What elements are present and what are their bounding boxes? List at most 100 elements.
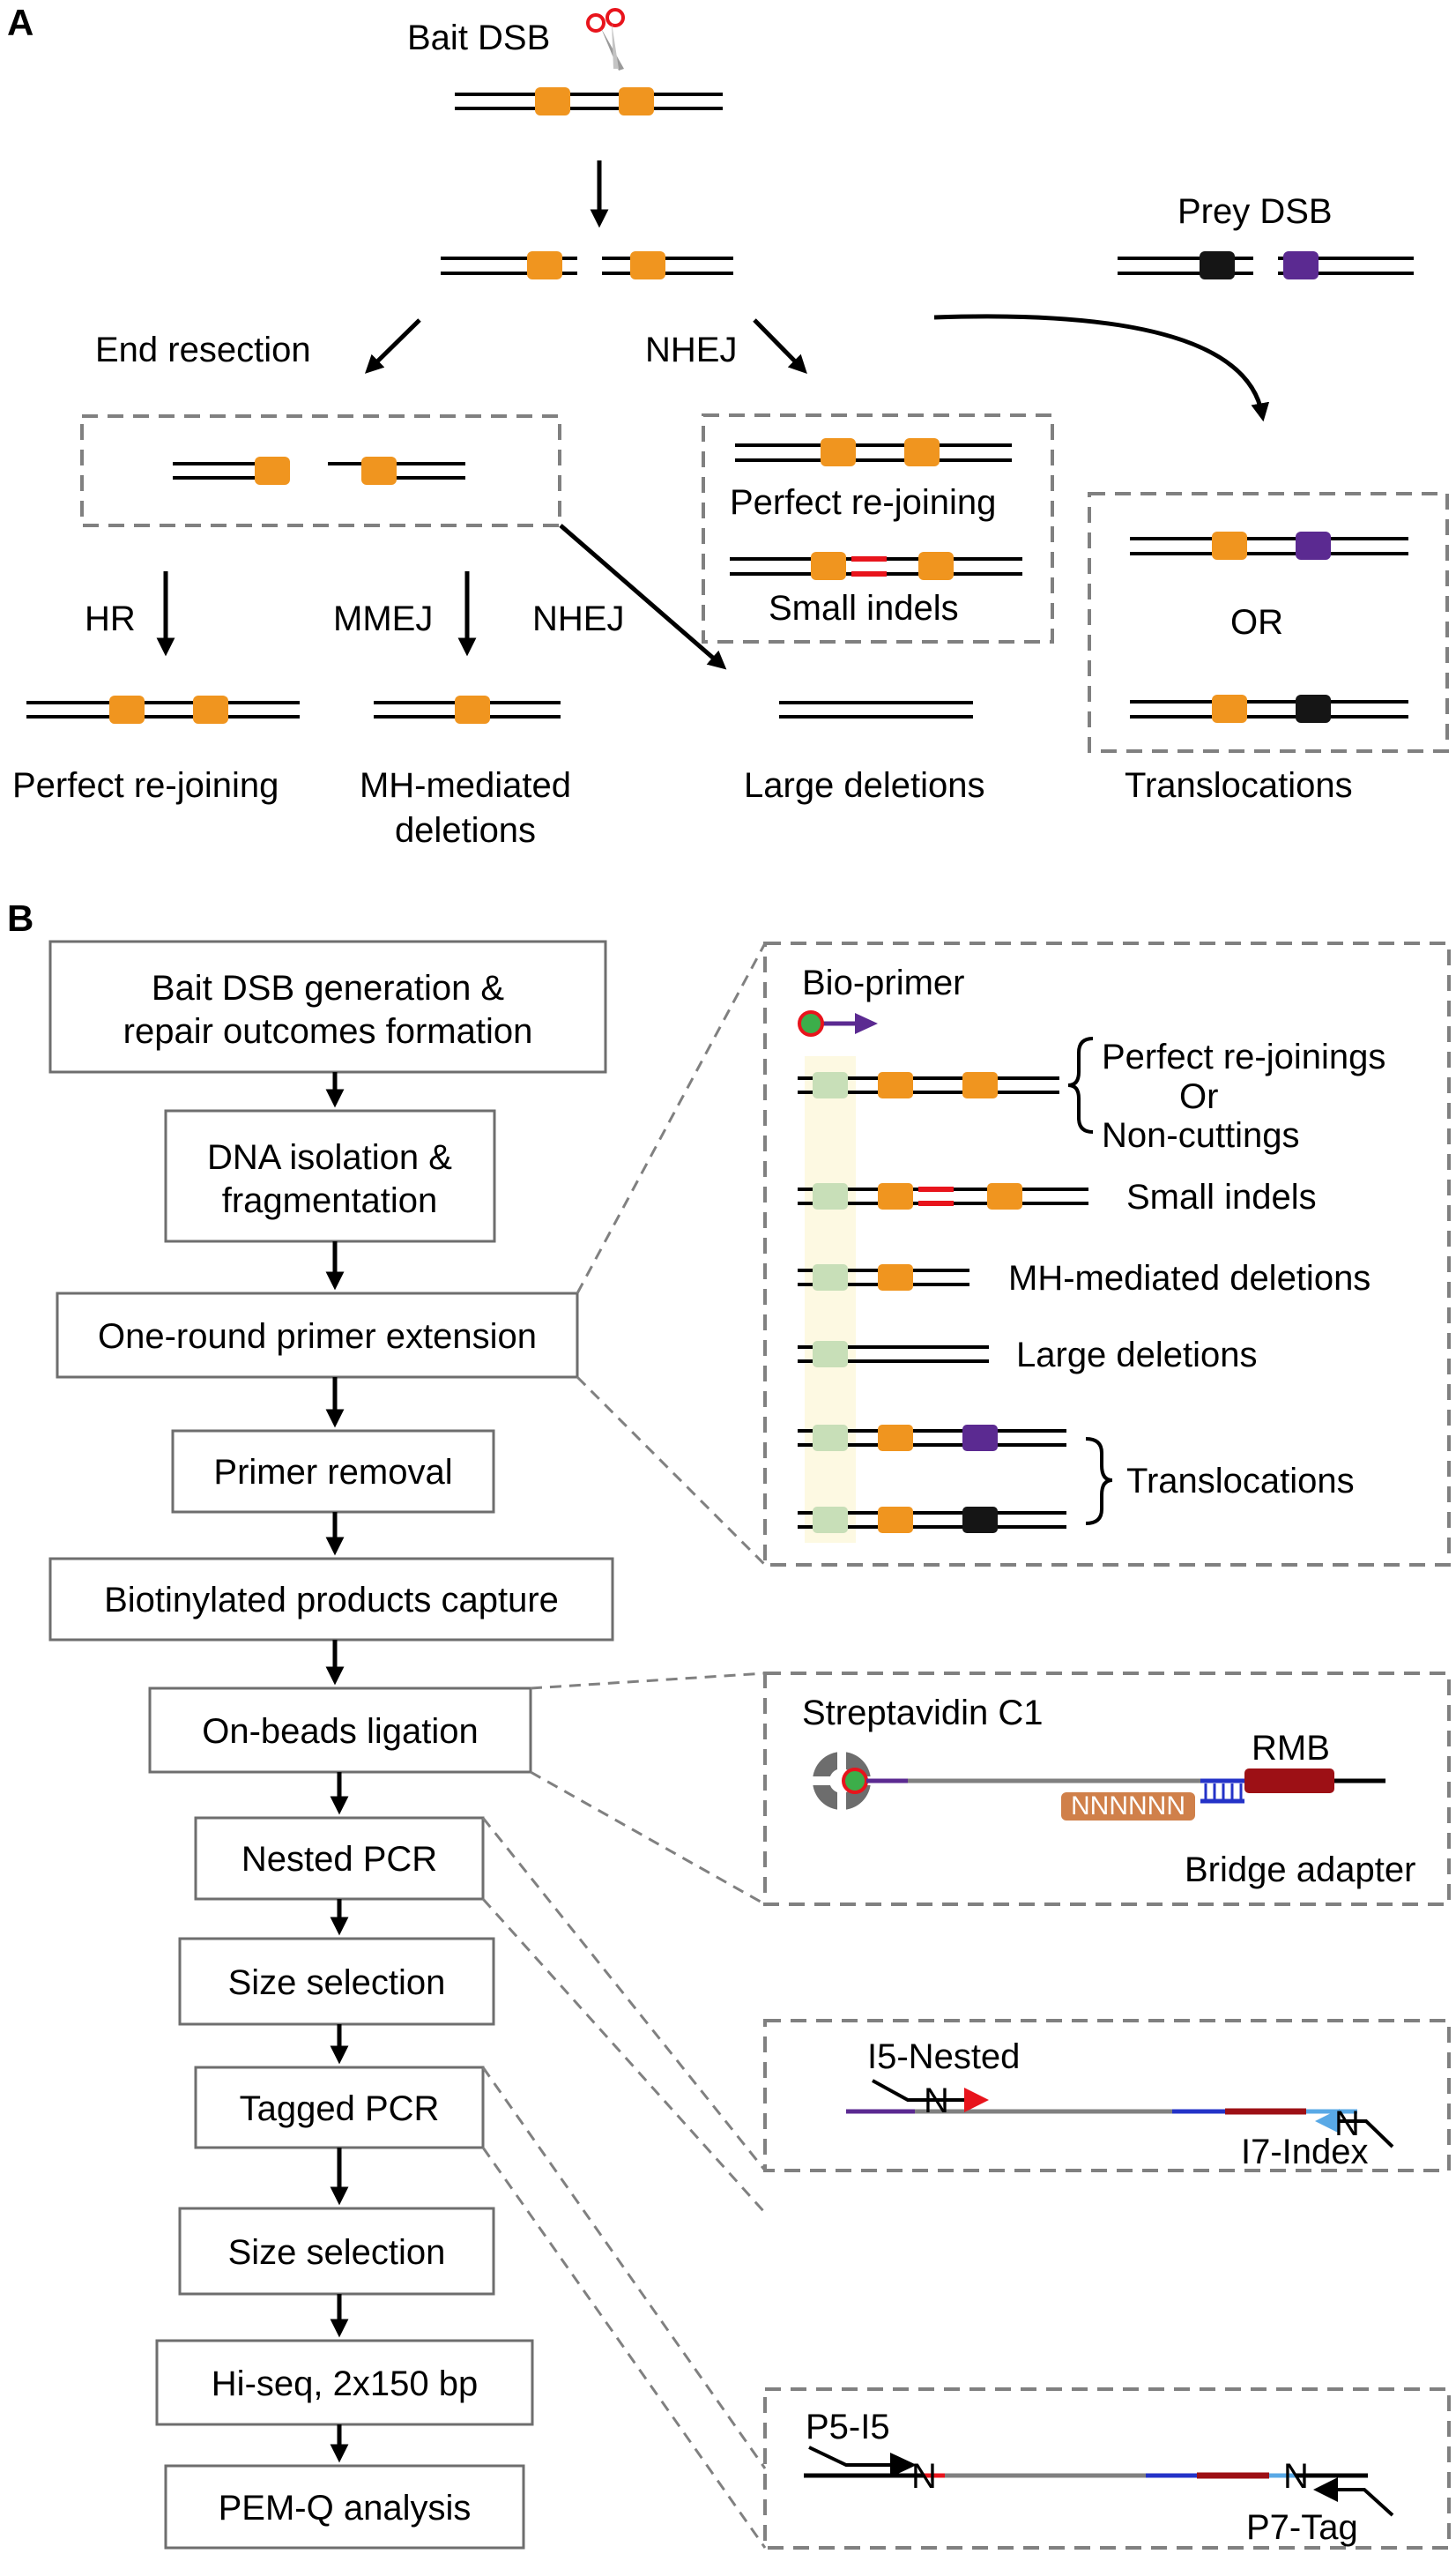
nhej-indel-dna [730,552,1022,580]
arrow-resection [365,318,421,374]
step-box-dsb-generation [48,940,607,1074]
hr-label: HR [85,599,136,638]
outcome-large-dna [779,701,973,719]
step-box-tagged-pcr [194,2066,485,2149]
rmb-label: RMB [1252,1729,1330,1768]
small-indels-label: Small indels [769,589,959,628]
mmej-label: MMEJ [333,599,433,638]
bait-dna-cut [441,251,733,279]
resection-box [80,414,561,527]
or-label: OR [1230,603,1283,642]
step-box-dna-isolation [164,1109,496,1243]
outcome-mh-dna [374,696,561,724]
step-dsb-line1: Bait DSB generation & [152,969,505,1008]
zoom-guide-lines [481,942,767,2549]
step-isolation-line1: DNA isolation & [207,1138,452,1177]
nnnnnn-block [1061,1792,1195,1821]
step-box-primer-removal [171,1429,495,1514]
translocation-box [1088,492,1449,753]
ext-large-deletions-label: Large deletions [1016,1336,1258,1374]
tagged-n-left: N [911,2457,937,2496]
tagged-pcr-detail-box [763,2387,1451,2550]
panel-b-label: B [7,897,33,939]
step-box-nested-pcr [194,1816,485,1901]
bio-primer-icon [798,1010,878,1037]
step-box-pemq [164,2464,525,2550]
bait-dna-intact [455,87,723,115]
outcome-mh-label-1: MH-mediated [360,766,571,805]
p5-primer-arrow [808,2446,917,2477]
bridge-adapter-label: Bridge adapter [1185,1850,1415,1889]
step-box-hiseq [155,2339,534,2426]
ext-row-transloc-black [798,1507,1066,1533]
step-box-primer-extension [56,1292,579,1379]
ext-row-transloc-purple [798,1425,1066,1451]
step-tagged-pcr: Tagged PCR [240,2089,440,2128]
step-box-ligation [148,1687,532,1774]
step-size-selection-2: Size selection [228,2233,446,2272]
ext-or-label: Or [1179,1077,1218,1116]
nnnnnn-label: NNNNNN [1071,1791,1185,1821]
streptavidin-label: Streptavidin C1 [802,1694,1043,1732]
prey-dna-cut [1118,251,1414,279]
transloc-black-dna [1130,695,1408,723]
step-box-capture [48,1557,614,1642]
streptavidin-bead-icon [813,1752,871,1810]
step-ligation: On-beads ligation [202,1712,479,1751]
ligation-detail-box [763,1672,1451,1906]
step-primer-extension: One-round primer extension [98,1317,537,1356]
rmb-block [1244,1768,1334,1793]
extension-detail-box [763,942,1451,1567]
scissors-icon [586,8,625,71]
outcome-large-label: Large deletions [744,766,985,805]
outcome-transloc-label: Translocations [1125,766,1353,805]
p7-primer-arrow [1313,2477,1394,2517]
arrow-translocation [933,314,1270,422]
arrow-nhej [753,318,807,374]
p5-i5-label: P5-I5 [806,2408,890,2446]
transloc-purple-dna [1130,532,1408,560]
nhej-perfect-dna [735,438,1012,466]
ext-non-cuttings-label: Non-cuttings [1102,1116,1300,1155]
prey-dsb-label: Prey DSB [1177,192,1333,231]
step-box-size-selection-2 [178,2207,495,2296]
resected-dna [173,457,465,485]
flow-arrows [325,1072,349,2463]
nhej-top-label: NHEJ [645,331,737,369]
ext-row-large-deletions [798,1341,989,1367]
nested-pcr-detail-box [763,2019,1451,2172]
step-dsb-line2: repair outcomes formation [123,1012,533,1051]
ext-mh-deletions-label: MH-mediated deletions [1008,1259,1371,1298]
step-size-selection-1: Size selection [228,1963,446,2002]
panel-a-label: A [7,2,33,43]
bio-primer-label: Bio-primer [802,964,964,1002]
step-hiseq: Hi-seq, 2x150 bp [212,2364,478,2403]
ext-row-small-indels [798,1183,1088,1210]
bridge-hybrid [1200,1783,1244,1804]
outcome-mh-label-2: deletions [395,811,536,850]
ext-small-indels-label: Small indels [1126,1178,1317,1217]
p7-tag-label: P7-Tag [1246,2508,1358,2547]
ext-row-mh-deletions [798,1264,969,1291]
ext-translocations-label: Translocations [1126,1462,1355,1500]
nested-n-left: N [924,2081,949,2120]
step-capture: Biotinylated products capture [104,1581,559,1620]
step-pemq: PEM-Q analysis [219,2489,472,2528]
ext-perfect-rejoinings-label: Perfect re-joinings [1102,1038,1385,1076]
step-isolation-line2: fragmentation [222,1181,438,1220]
tagged-n-right: N [1283,2457,1309,2496]
brace-translocations [1085,1437,1113,1525]
nested-n-right: N [1334,2104,1360,2143]
ext-row-perfect [798,1072,1059,1098]
outcome-perfect-dna [26,696,300,724]
arrow-large-deletion [559,524,727,670]
primer-highlight-band [805,1056,856,1543]
i5-nested-primer-arrow [872,2079,989,2112]
i7-index-primer-arrow [1315,2109,1394,2148]
step-nested-pcr: Nested PCR [241,1840,437,1879]
nhej-perfect-label: Perfect re-joining [730,483,996,522]
nhej-mid-label: NHEJ [532,599,624,638]
outcome-perfect-label: Perfect re-joining [12,766,279,805]
step-primer-removal: Primer removal [213,1453,452,1492]
brace-perfect [1067,1037,1094,1134]
